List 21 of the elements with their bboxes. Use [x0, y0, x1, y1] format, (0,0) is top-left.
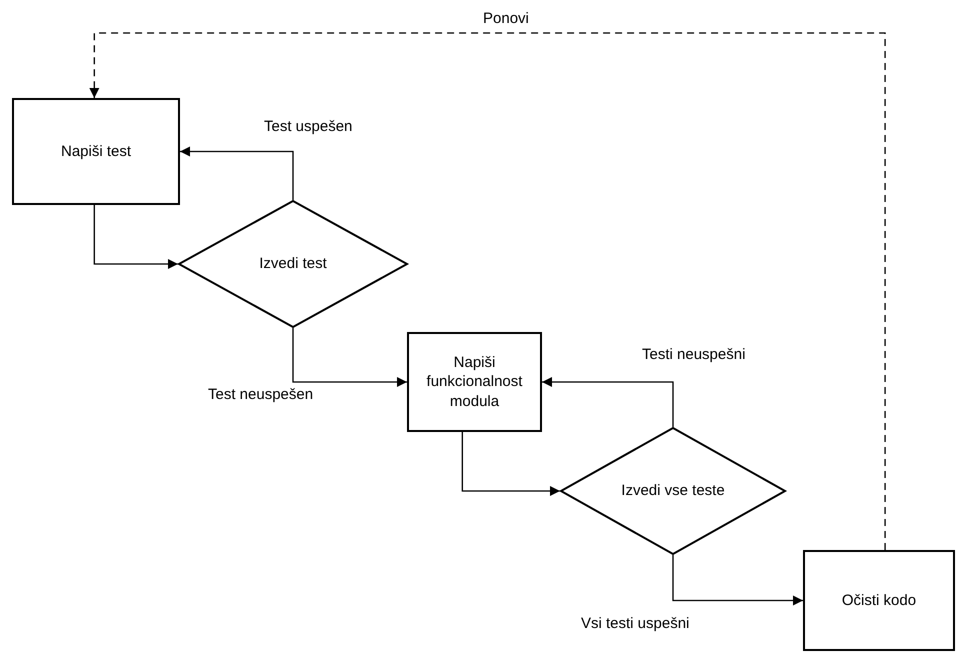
node-label: Očisti kodo [840, 590, 918, 610]
arrow [292, 328, 407, 387]
decision-diamond [560, 427, 786, 555]
node-label: Izvedi vse teste [621, 481, 725, 501]
arrow [94, 205, 178, 269]
arrow [462, 432, 560, 496]
arrow [672, 555, 803, 606]
node-label: Izvedi test [259, 254, 327, 274]
decision-diamond [178, 200, 408, 328]
process-box [12, 98, 180, 205]
arrow [180, 146, 294, 200]
process-box [407, 332, 542, 432]
dashed-arrow [89, 32, 886, 550]
edge-label: Testi neuspešni [640, 346, 748, 364]
arrow [542, 377, 674, 427]
edge-label: Test uspešen [262, 118, 354, 136]
edge-label: Vsi testi uspešni [579, 615, 692, 633]
edge-label: Test neuspešen [206, 386, 316, 404]
node-label: Napiši test [60, 142, 132, 162]
process-box [803, 550, 955, 651]
node-label: Napiši funkcionalnost modula [426, 352, 524, 412]
